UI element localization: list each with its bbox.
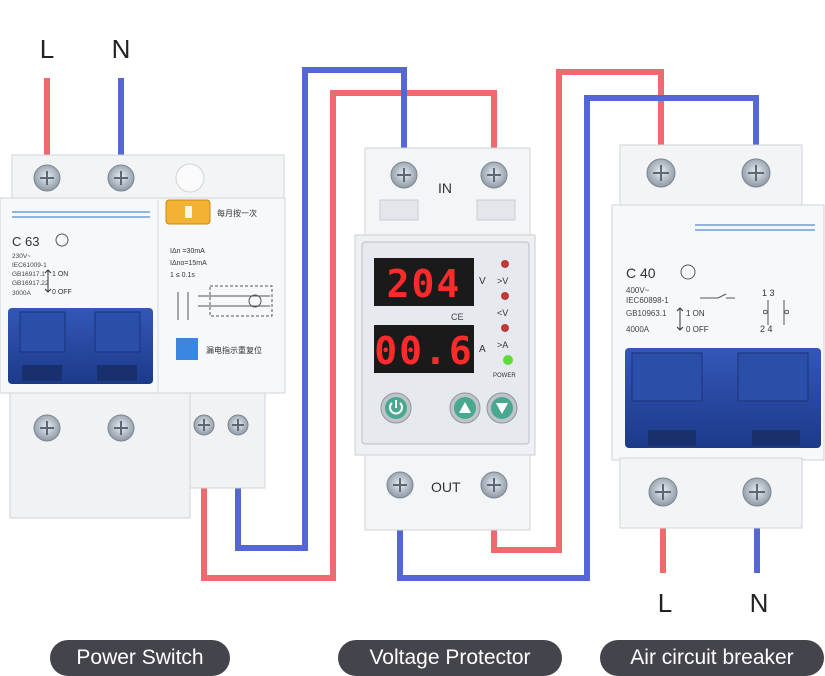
input-live-label: L	[40, 34, 54, 64]
power-switch-spec-line: IEC61009-1	[12, 262, 47, 269]
voltage-display	[374, 258, 474, 306]
air-circuit-breaker: C 40 400V~ IEC60898-1 GB10963.1 4000A 1 …	[611, 144, 825, 529]
live-wire-protector-to-breaker	[491, 69, 664, 553]
handle-lever	[19, 311, 66, 353]
breaker-off-label: 0 OFF	[686, 325, 709, 334]
caption-air-circuit-breaker: Air circuit breaker	[600, 640, 824, 676]
breaker-spec-line: 4000A	[626, 325, 650, 334]
terminal-window	[476, 199, 516, 221]
under-voltage-label: <V	[497, 308, 508, 318]
handle-slot	[97, 365, 137, 381]
screw-slot	[655, 484, 671, 500]
breaker-model: C 40	[626, 265, 656, 281]
power-switch-spec-line: GB16917.1	[12, 271, 45, 278]
live-wire-switch-to-protector	[201, 90, 497, 581]
arrow-down-icon	[496, 403, 508, 414]
reset-note: 漏电指示重复位	[206, 345, 262, 355]
wires	[44, 67, 760, 581]
screw-slot	[198, 419, 210, 431]
screw-slot	[114, 171, 128, 185]
power-switch-on-label: 1 ON	[52, 271, 68, 278]
over-voltage-led	[501, 260, 509, 268]
contact-symbol-icon	[700, 293, 735, 299]
terminal-numbers-bottom: 2 4	[760, 324, 773, 334]
neutral-wire-switch-to-protector	[235, 67, 407, 551]
power-switch-off-label: 0 OFF	[52, 289, 72, 296]
handle-lever	[737, 352, 809, 402]
handle-lever	[94, 311, 141, 353]
power-led	[503, 355, 513, 365]
current-reading: 00.6	[374, 329, 474, 373]
screw-slot	[397, 168, 411, 182]
rcd-schematic-icon	[177, 285, 273, 320]
screw-slot	[487, 168, 501, 182]
power-switch-spec-line: 3000A	[12, 290, 31, 297]
power-switch-model: C 63	[12, 234, 39, 249]
breaker-schematic-icon	[763, 300, 789, 325]
handle-slot	[648, 430, 696, 446]
rating-line: IΔn =30mA	[170, 248, 205, 255]
screw-slot	[393, 478, 407, 492]
voltage-protector: IN OUT 204 V 00.6 A >V <V >A POWER CE	[354, 147, 536, 531]
rating-line: 1 ≤ 0.1s	[170, 272, 195, 279]
certification-mark-icon	[680, 264, 696, 280]
neutral-wire-protector-to-breaker	[397, 95, 759, 581]
screw-slot	[653, 165, 669, 181]
power-switch: C 63 230V~ IEC61009-1 GB16917.1 GB16917.…	[0, 154, 286, 519]
rating-line: IΔno=15mA	[170, 260, 207, 267]
arrow-up-icon	[459, 402, 471, 413]
breaker-bottom-housing	[619, 457, 803, 529]
breaker-spec-line: 400V~	[626, 286, 650, 295]
power-switch-spec-line: 230V~	[12, 253, 31, 260]
under-voltage-led	[501, 292, 509, 300]
terminal-window	[379, 199, 419, 221]
handle-slot	[752, 430, 800, 446]
power-switch-right-housing	[189, 392, 266, 489]
screw-slot	[232, 419, 244, 431]
power-label: POWER	[493, 373, 516, 379]
on-off-arrow-icon	[676, 307, 684, 331]
handle-slot	[22, 365, 62, 381]
power-switch-bottom-housing	[9, 392, 191, 519]
screw-slot	[114, 421, 128, 435]
current-unit: A	[479, 344, 486, 355]
breaker-spec-line: GB10963.1	[626, 309, 667, 318]
screw-slot	[40, 421, 54, 435]
voltage-reading: 204	[387, 262, 462, 306]
out-label: OUT	[431, 479, 461, 495]
caption-voltage-protector: Voltage Protector	[338, 640, 562, 676]
over-current-label: >A	[497, 340, 508, 350]
output-neutral-label: N	[750, 588, 769, 618]
voltage-unit: V	[479, 276, 486, 287]
screw-slot	[749, 484, 765, 500]
breaker-on-label: 1 ON	[686, 309, 705, 318]
in-label: IN	[438, 180, 452, 196]
handle-lever	[631, 352, 703, 402]
power-switch-spec-line: GB16917.22	[12, 280, 49, 287]
caption-power-switch: Power Switch	[50, 640, 230, 676]
test-note: 每月按一次	[217, 208, 257, 218]
current-display	[374, 325, 474, 373]
over-current-led	[501, 324, 509, 332]
screw-slot	[40, 171, 54, 185]
over-voltage-label: >V	[497, 276, 508, 286]
test-button-mark	[185, 206, 192, 218]
input-neutral-label: N	[112, 34, 131, 64]
output-live-label: L	[658, 588, 672, 618]
screw-slot	[487, 478, 501, 492]
ce-mark: CE	[451, 312, 464, 322]
terminal-numbers-top: 1 3	[762, 288, 775, 298]
certification-mark-icon	[55, 233, 69, 247]
indicator-window	[175, 163, 205, 193]
screw-slot	[748, 165, 764, 181]
on-off-arrow-icon	[44, 269, 52, 293]
reset-indicator	[176, 338, 198, 360]
breaker-spec-line: IEC60898-1	[626, 296, 669, 305]
power-icon	[389, 400, 403, 415]
protector-top-housing	[364, 147, 531, 239]
